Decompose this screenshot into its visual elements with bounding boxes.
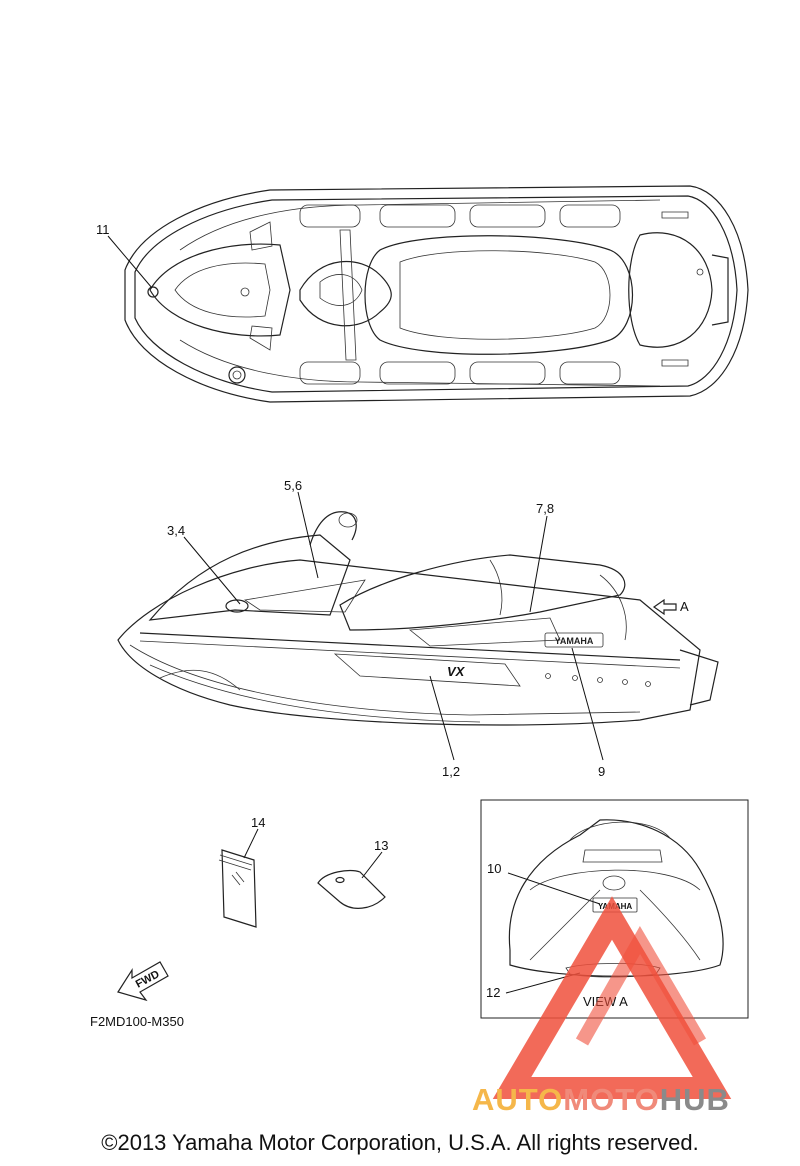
watermark-wordmark: AUTOMOTOHUB (472, 1080, 730, 1120)
side-view-watercraft: VX YAMAHA (117, 511, 719, 726)
callout-5-6: 5,6 (284, 478, 302, 493)
top-view-watercraft (124, 185, 749, 403)
callout-13: 13 (374, 838, 388, 853)
watermark-hub: HUB (659, 1082, 730, 1117)
callout-10: 10 (487, 861, 501, 876)
part-13-pouch (317, 869, 386, 909)
part-code: F2MD100-M350 (90, 1014, 184, 1029)
callout-7-8: 7,8 (536, 501, 554, 516)
callout-3-4: 3,4 (167, 523, 185, 538)
callout-12: 12 (486, 985, 500, 1000)
callouts: 11 5,6 3,4 7,8 A 1,2 9 14 13 10 12 (96, 222, 689, 1000)
automotohub-watermark (492, 896, 732, 1099)
vx-logo-decal: VX (447, 664, 466, 679)
copyright-notice: ©2013 Yamaha Motor Corporation, U.S.A. A… (101, 1130, 699, 1155)
part-14-card (218, 849, 257, 928)
callout-11: 11 (96, 222, 110, 237)
watermark-auto: AUTO (472, 1082, 564, 1117)
callout-14: 14 (251, 815, 265, 830)
callout-1-2: 1,2 (442, 764, 460, 779)
fwd-arrow-icon: FWD (117, 961, 169, 1002)
watermark-moto: MOTO (563, 1082, 660, 1117)
yamaha-side-decal: YAMAHA (555, 636, 594, 646)
callout-9: 9 (598, 764, 605, 779)
callout-view-a: A (680, 599, 689, 614)
view-a-arrow-icon (652, 598, 677, 616)
